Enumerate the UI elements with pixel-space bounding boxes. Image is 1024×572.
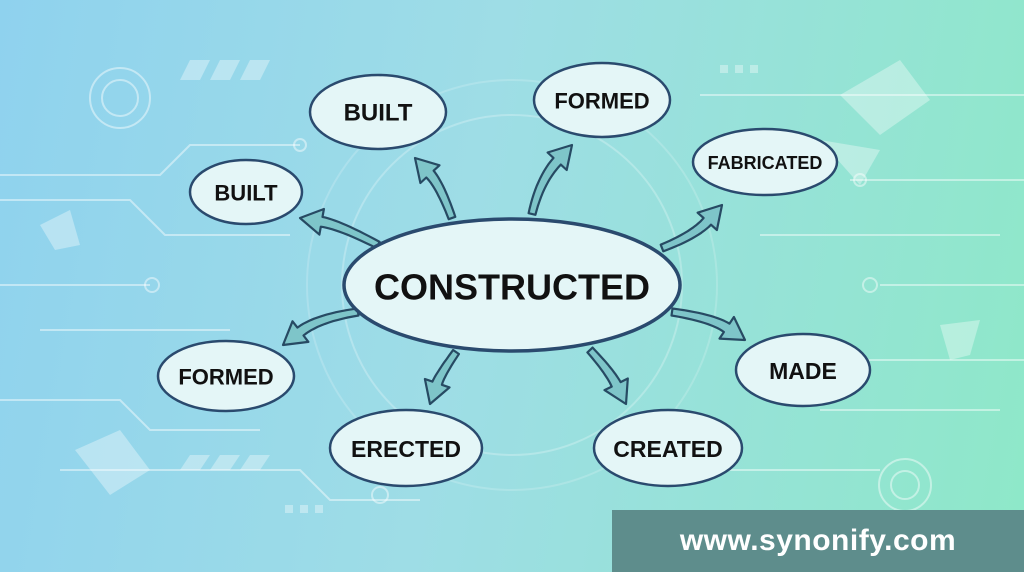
node-created: CREATED [592, 408, 744, 488]
arrow-to-formed-top [527, 143, 574, 216]
node-shape [691, 127, 839, 197]
arrow-to-created [586, 346, 629, 406]
node-erected: ERECTED [328, 408, 484, 488]
arrow-to-formed-left [281, 307, 360, 347]
node-shape [156, 339, 296, 413]
arrow-to-erected [423, 348, 460, 406]
node-formed-top: FORMED [532, 61, 672, 139]
node-label: FORMED [178, 365, 273, 390]
node-label: BUILT [214, 181, 278, 206]
node-label: MADE [769, 358, 837, 384]
decorative-shapes [40, 60, 980, 513]
center-node-shape [342, 217, 682, 353]
node-label: CREATED [613, 436, 722, 462]
node-fabricated: FABRICATED [691, 127, 839, 197]
arrow-to-built-top [413, 156, 457, 221]
arrow-to-built-left [298, 207, 381, 250]
arrow-to-made [670, 307, 747, 342]
node-formed-left: FORMED [156, 339, 296, 413]
center-node: CONSTRUCTED [342, 217, 682, 353]
node-shape [328, 408, 484, 488]
node-shape [308, 73, 448, 151]
node-shape [532, 61, 672, 139]
node-built-top: BUILT [308, 73, 448, 151]
watermark-text: www.synonify.com [679, 524, 957, 557]
node-built-left: BUILT [188, 158, 304, 226]
node-label: FABRICATED [708, 153, 823, 173]
circuit-background [0, 67, 1024, 512]
node-shape [734, 332, 872, 408]
node-shape [188, 158, 304, 226]
node-label: ERECTED [351, 436, 461, 462]
center-node-label: CONSTRUCTED [374, 267, 650, 308]
node-made: MADE [734, 332, 872, 408]
node-label: BUILT [344, 100, 413, 127]
node-shape [592, 408, 744, 488]
node-label: FORMED [554, 89, 649, 114]
arrows-layer [281, 143, 747, 406]
watermark-banner: www.synonify.com [612, 510, 1024, 572]
arrow-to-fabricated [659, 203, 724, 253]
